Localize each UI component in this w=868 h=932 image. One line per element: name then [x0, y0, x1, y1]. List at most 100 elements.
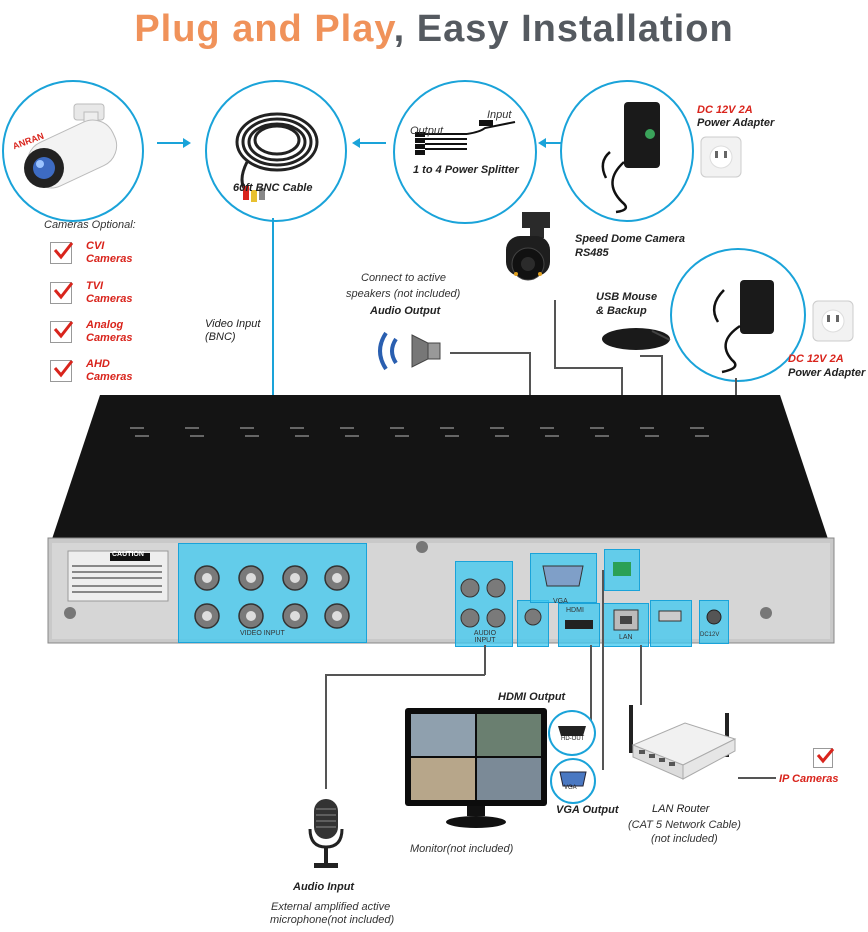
arrow-left-icon [352, 138, 386, 148]
lan-panel-label: LAN [619, 634, 633, 641]
audio-output-label: Audio Output [370, 305, 441, 317]
wall-socket-icon [700, 136, 742, 178]
usb-panel [650, 600, 692, 647]
camera-option-line1: Analog [86, 319, 124, 331]
adapter1-spec: DC 12V 2A [697, 104, 753, 116]
audio-input-line [484, 645, 486, 675]
power-adapter-icon [712, 280, 774, 374]
speaker-icon [378, 331, 441, 371]
mic-note-2: microphone(not included) [270, 914, 395, 926]
cameras-heading: Cameras Optional: [44, 219, 136, 231]
splitter-label: 1 to 4 Power Splitter [413, 164, 519, 176]
vga-line [602, 570, 604, 770]
hdmi-panel-label: HDMI [566, 607, 584, 614]
lan-line [640, 645, 642, 705]
usb-mouse-label: USB Mouse [596, 291, 658, 303]
title-highlight: Plug and Play [134, 8, 394, 50]
video-input-line [272, 218, 274, 543]
hdmi-port-label: HD-OUT [561, 736, 585, 742]
dc-panel-label: DC12V [700, 632, 720, 638]
rs485-line [554, 300, 556, 368]
bullet-camera-icon [24, 103, 118, 189]
camera-option-line1: TVI [86, 280, 104, 292]
audio-output-line [450, 352, 530, 354]
camera-option-line1: CVI [86, 240, 105, 252]
audio-input-panel-label: AUDIO INPUT [473, 630, 497, 644]
camera-option-line2: Cameras [86, 332, 133, 344]
splitter-output-label: Output [410, 125, 444, 137]
lan-router-sub2: (not included) [651, 833, 718, 845]
adapter2-spec: DC 12V 2A [788, 353, 844, 365]
speed-dome-camera-icon [506, 212, 550, 281]
usb-line [640, 355, 662, 357]
lan-router-sub1: (CAT 5 Network Cable) [628, 819, 741, 831]
camera-option-line1: AHD [86, 358, 110, 370]
checkbox-icon [50, 282, 74, 304]
router-icon [629, 705, 737, 780]
audio-output-panel [517, 600, 549, 647]
hdmi-panel [558, 603, 600, 647]
usb-mouse-sub: & Backup [596, 305, 647, 317]
caution-label: CAUTION [112, 551, 144, 558]
microphone-icon [308, 799, 344, 868]
vga-port-label: VGA [564, 785, 577, 791]
camera-option-line2: Cameras [86, 253, 133, 265]
audio-input-line [325, 674, 485, 676]
hdmi-output-label: HDMI Output [498, 691, 566, 703]
audio-input-line [325, 674, 327, 789]
vga-port-circle [550, 758, 596, 804]
speed-dome-label: Speed Dome Camera [575, 233, 686, 245]
camera-circle: ANRAN [2, 80, 144, 222]
audio-note-2: speakers (not included) [346, 288, 461, 300]
ip-camera-line [738, 777, 776, 779]
bnc-cable-circle: 60ft BNC Cable [205, 80, 347, 222]
monitor-label: Monitor(not included) [410, 843, 514, 855]
audio-note-1: Connect to active [361, 272, 446, 284]
arrow-right-icon [157, 138, 191, 148]
adapter1-circle [560, 80, 694, 222]
lan-panel [603, 603, 649, 647]
bnc-cable-icon [235, 112, 319, 202]
rs485-line [554, 367, 622, 369]
wall-socket-icon [812, 300, 854, 342]
checkbox-icon [813, 748, 835, 768]
dc-power-panel [699, 600, 729, 644]
adapter2-circle [670, 248, 806, 382]
splitter-circle: Input Output 1 to 4 Power Splitter [393, 80, 537, 224]
title-rest: , Easy Installation [393, 8, 734, 50]
arrow-left-icon [538, 138, 562, 148]
video-input-panel-label: VIDEO INPUT [240, 630, 285, 637]
video-input-label: Video Input [205, 318, 261, 330]
splitter-input-label: Input [487, 109, 512, 121]
speed-dome-sub: RS485 [575, 247, 609, 259]
power-adapter-icon [601, 102, 660, 214]
bnc-cable-label: 60ft BNC Cable [233, 182, 313, 194]
lan-router-label: LAN Router [652, 803, 710, 815]
adapter1-label: Power Adapter [697, 117, 775, 129]
adapter2-label: Power Adapter [788, 367, 866, 379]
vga-panel-label: VGA [553, 598, 568, 605]
vga-panel [530, 553, 597, 603]
mic-note-1: External amplified active [271, 901, 391, 913]
ip-cameras-label: IP Cameras [779, 773, 839, 785]
hdmi-port-circle [548, 710, 596, 756]
checkbox-icon [50, 360, 74, 382]
checkbox-icon [50, 242, 74, 264]
camera-option-line2: Cameras [86, 293, 133, 305]
audio-input-label: Audio Input [293, 881, 355, 893]
vga-output-label: VGA Output [556, 804, 619, 816]
video-input-sub: (BNC) [205, 331, 236, 343]
power-splitter-icon [415, 120, 516, 155]
hdmi-line [590, 645, 592, 740]
rs485-panel [604, 549, 640, 591]
camera-option-line2: Cameras [86, 371, 133, 383]
checkbox-icon [50, 321, 74, 343]
monitor-icon [405, 708, 547, 828]
page-title: Plug and Play, Easy Installation [0, 8, 868, 51]
video-input-panel [178, 543, 367, 643]
mouse-icon [602, 328, 671, 350]
